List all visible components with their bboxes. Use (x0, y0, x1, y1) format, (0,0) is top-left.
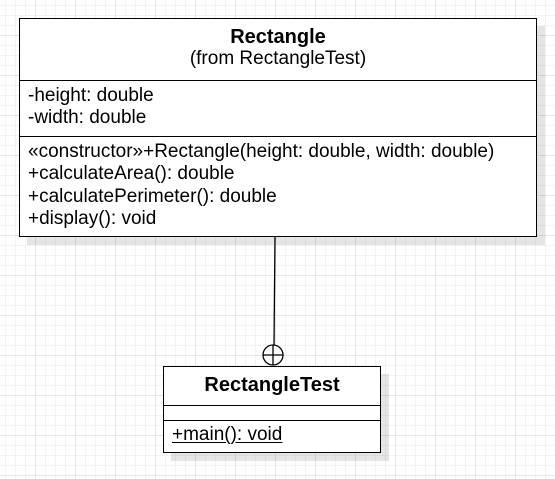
method-item: +main(): void (172, 424, 283, 445)
methods-compartment: «constructor»+Rectangle(height: double, … (20, 136, 536, 230)
methods-compartment: +main(): void (164, 420, 380, 446)
rectangle-class[interactable]: Rectangle (from RectangleTest) -height: … (19, 18, 537, 237)
method-item: «constructor»+Rectangle(height: double, … (28, 141, 495, 162)
nesting-anchor-icon (262, 344, 284, 366)
method-item: +display(): void (28, 207, 157, 229)
nesting-line (273, 236, 276, 346)
class-name: RectangleTest (204, 374, 340, 396)
class-origin-note: (from RectangleTest) (189, 48, 367, 69)
attribute-item: -height: double (28, 85, 154, 106)
method-item: +calculatePerimeter(): double (28, 185, 277, 207)
attribute-item: -width: double (28, 107, 147, 129)
method-item: +calculateArea(): double (28, 163, 235, 185)
rectangle-test-class[interactable]: RectangleTest +main(): void (163, 366, 381, 453)
attributes-compartment (164, 405, 380, 420)
class-name: Rectangle (230, 26, 326, 48)
rectangle-class-header: Rectangle (from RectangleTest) (20, 19, 536, 80)
attributes-compartment: -height: double -width: double (20, 80, 536, 136)
rectangle-test-class-header: RectangleTest (164, 367, 380, 405)
